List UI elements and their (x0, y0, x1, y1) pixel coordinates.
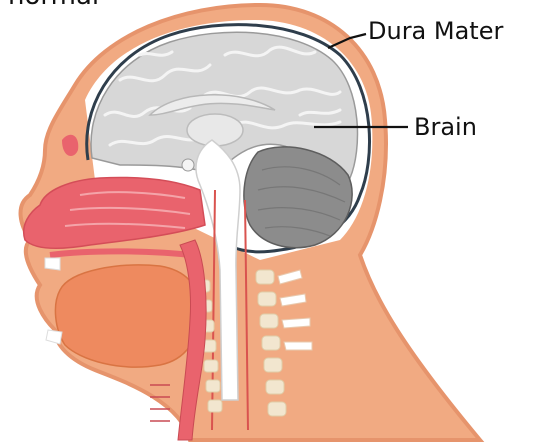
thalamus (187, 114, 243, 146)
brain-label: Brain (414, 113, 477, 141)
teeth-upper (45, 258, 60, 270)
pituitary (182, 159, 194, 171)
cerebellum (244, 147, 352, 248)
partial-title: normal (8, 0, 99, 11)
dura-mater-label: Dura Mater (368, 17, 503, 45)
teeth-lower (46, 330, 62, 344)
tongue (55, 265, 200, 367)
